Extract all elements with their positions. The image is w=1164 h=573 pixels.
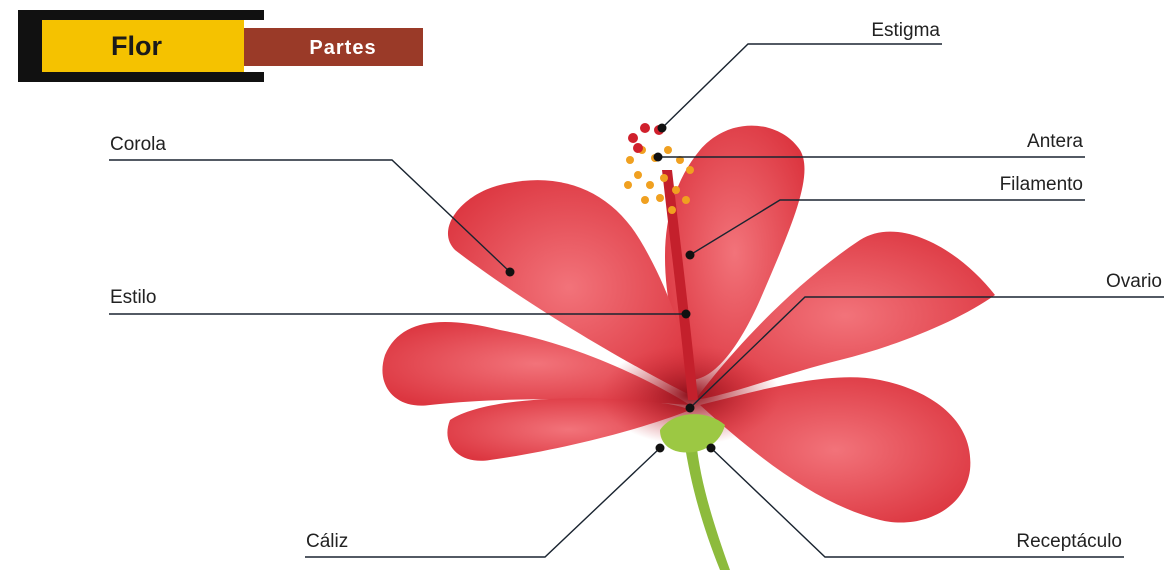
label-antera: Antera bbox=[1027, 131, 1083, 152]
page-subtitle: Partes bbox=[309, 37, 376, 59]
label-filamento: Filamento bbox=[1000, 174, 1083, 195]
page-title: Flor bbox=[111, 31, 162, 61]
dot-caliz bbox=[656, 444, 665, 453]
dot-estigma bbox=[658, 124, 667, 133]
title-frame-left bbox=[18, 10, 42, 82]
dot-filamento bbox=[686, 251, 695, 260]
leader-caliz bbox=[305, 448, 660, 557]
leader-corola bbox=[109, 160, 510, 272]
title-header: Flor Partes bbox=[18, 10, 423, 82]
label-receptaculo: Receptáculo bbox=[1016, 531, 1122, 552]
hibiscus-illustration bbox=[382, 123, 995, 570]
label-estigma: Estigma bbox=[871, 20, 940, 41]
label-estilo: Estilo bbox=[110, 287, 156, 308]
dot-corola bbox=[506, 268, 515, 277]
dot-ovario bbox=[686, 404, 695, 413]
title-frame-top bbox=[18, 10, 264, 20]
dot-antera bbox=[654, 153, 663, 162]
leader-estigma bbox=[662, 44, 942, 128]
label-corola: Corola bbox=[110, 134, 166, 155]
label-ovario: Ovario bbox=[1106, 271, 1162, 292]
label-caliz: Cáliz bbox=[306, 531, 348, 552]
dot-receptaculo bbox=[707, 444, 716, 453]
title-frame-bottom bbox=[18, 72, 264, 82]
dot-estilo bbox=[682, 310, 691, 319]
